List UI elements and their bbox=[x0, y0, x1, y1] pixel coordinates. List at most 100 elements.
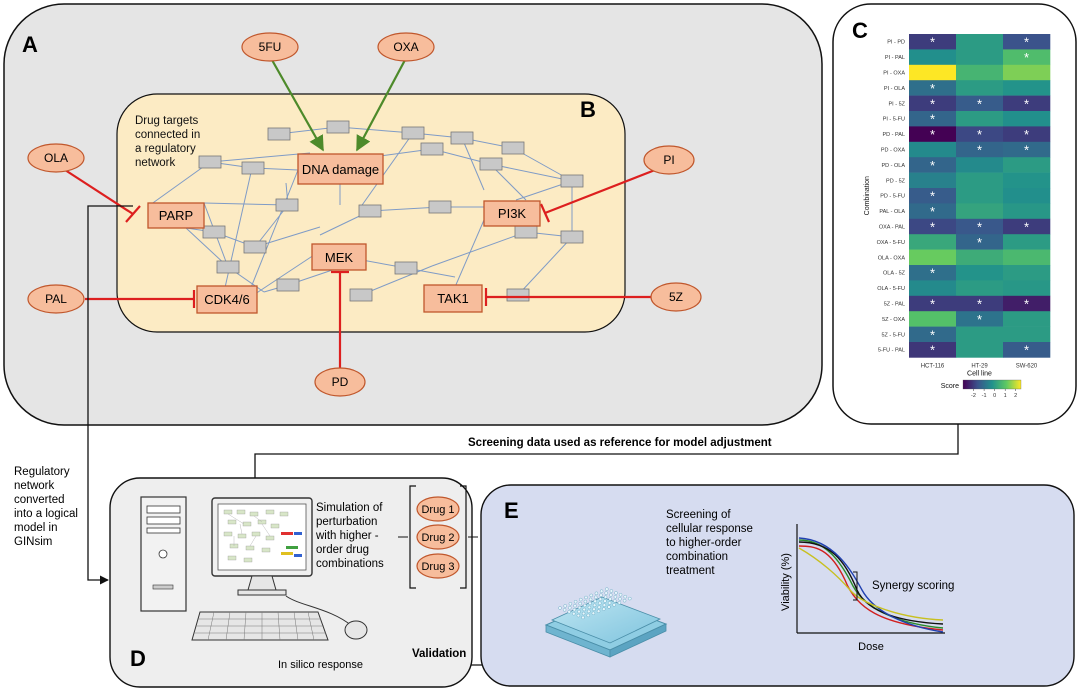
heatmap-cell bbox=[909, 157, 957, 173]
heatmap-cell bbox=[1003, 311, 1051, 327]
plate-well bbox=[608, 597, 612, 601]
plate-well bbox=[609, 589, 614, 593]
plate-well bbox=[567, 610, 571, 614]
activation-arrow-oxa bbox=[356, 59, 406, 152]
simulation-description-line: Simulation of bbox=[316, 502, 383, 514]
drug-3-label: Drug 3 bbox=[421, 561, 454, 573]
heatmap-cell bbox=[909, 172, 957, 189]
plate-well bbox=[572, 608, 577, 612]
significance-star: * bbox=[977, 96, 982, 111]
significance-star: * bbox=[930, 327, 935, 342]
panel-b-description-line: connected in bbox=[135, 129, 200, 141]
heatmap-cell bbox=[956, 49, 1004, 66]
synergy-bracket bbox=[853, 571, 858, 601]
panel-b-description-line: network bbox=[135, 157, 176, 169]
plate-well bbox=[599, 589, 604, 593]
heatmap-cell bbox=[956, 188, 1004, 204]
heatmap-cell bbox=[909, 218, 957, 235]
significance-star: * bbox=[1024, 297, 1029, 312]
plate-well bbox=[568, 602, 573, 606]
dose-response-plot: Viability (%) Dose Synergy scoring bbox=[780, 524, 954, 653]
heatmap-row-label: 5-FU - PAL bbox=[878, 348, 905, 354]
heatmap-cell bbox=[956, 111, 1004, 127]
plate-well bbox=[573, 604, 577, 608]
target-parp: PARP bbox=[147, 202, 205, 229]
simulation-description: Simulation of perturbation with higher -… bbox=[315, 502, 386, 570]
heatmap-row-label: PI - 5-FU bbox=[883, 117, 905, 123]
regulatory-note-line: converted bbox=[14, 494, 65, 506]
heatmap-cell bbox=[909, 95, 957, 112]
validation-label: Validation bbox=[412, 648, 466, 660]
plate-well bbox=[604, 591, 608, 595]
heatmap-cell bbox=[956, 141, 1004, 158]
heatmap-cell bbox=[1003, 218, 1051, 235]
plate-well bbox=[584, 595, 588, 600]
significance-star: * bbox=[1024, 220, 1029, 235]
network-node bbox=[349, 288, 373, 302]
network-node bbox=[450, 131, 474, 145]
heatmap-cell bbox=[956, 265, 1004, 281]
network-node bbox=[560, 174, 584, 188]
heatmap-cell bbox=[909, 49, 957, 66]
left-bracket bbox=[409, 485, 416, 589]
heatmap-cell bbox=[1003, 95, 1051, 112]
panel-e-background bbox=[480, 484, 1075, 687]
heatmap-cell bbox=[1003, 280, 1051, 297]
heatmap-row-label: PI - PAL bbox=[885, 55, 905, 61]
heatmap-row-label: OXA - 5-FU bbox=[877, 240, 905, 246]
legend-tick-label: 1 bbox=[1004, 393, 1007, 399]
heatmap-cell bbox=[909, 188, 957, 204]
drug-1-label: Drug 1 bbox=[421, 504, 454, 516]
plate-well bbox=[603, 599, 607, 603]
heatmap-cell bbox=[909, 126, 957, 143]
screening-description-line: combination bbox=[666, 551, 728, 563]
heatmap-column-label: HCT-116 bbox=[921, 363, 945, 369]
screening-reference-label: Screening data used as reference for mod… bbox=[468, 437, 772, 449]
plate-well bbox=[588, 597, 593, 602]
heatmap-cell bbox=[1003, 157, 1051, 173]
plate-well bbox=[563, 604, 567, 608]
curve-blue bbox=[798, 537, 944, 633]
plate-well bbox=[614, 591, 618, 595]
heatmap-row-label: OLA - 5-FU bbox=[877, 286, 905, 292]
heatmap-cell bbox=[956, 326, 1004, 343]
drug-pal-label: PAL bbox=[45, 292, 67, 306]
heatmap-row-label: 5Z - OXA bbox=[882, 317, 905, 323]
target-parp-label: PARP bbox=[159, 208, 193, 223]
network-to-model-arrow bbox=[87, 205, 133, 585]
significance-star: * bbox=[930, 343, 935, 358]
significance-star: * bbox=[1024, 343, 1029, 358]
plate-well bbox=[594, 595, 598, 599]
heatmap-cell bbox=[956, 249, 1004, 266]
heatmap-cell bbox=[956, 64, 1004, 81]
plate-well bbox=[609, 593, 613, 597]
regulatory-note-line: GINsim bbox=[14, 536, 52, 548]
regulatory-note-line: Regulatory bbox=[14, 466, 70, 478]
heatmap-row-label: PD - 5-FU bbox=[880, 194, 905, 200]
target-tak1-label: TAK1 bbox=[437, 291, 469, 306]
heatmap-cell bbox=[1003, 203, 1051, 220]
heatmap-row-label: PD - 5Z bbox=[886, 178, 906, 184]
network-node bbox=[420, 142, 444, 156]
legend-tick-label: 2 bbox=[1014, 393, 1017, 399]
plate-well bbox=[577, 605, 582, 610]
significance-star: * bbox=[930, 297, 935, 312]
significance-star: * bbox=[977, 220, 982, 235]
significance-star: * bbox=[977, 312, 982, 327]
drug-pi-label: PI bbox=[663, 153, 674, 167]
heatmap-cell bbox=[956, 311, 1004, 327]
heatmap-cell bbox=[956, 157, 1004, 173]
regulatory-note-line: model in bbox=[14, 522, 57, 534]
target-tak1: TAK1 bbox=[423, 284, 483, 313]
activation-arrow-5fu bbox=[271, 59, 324, 152]
network-node bbox=[401, 126, 425, 140]
drug-pi: PI bbox=[643, 145, 695, 175]
plate-well bbox=[586, 613, 590, 618]
significance-star: * bbox=[930, 189, 935, 204]
heatmap-cell bbox=[956, 34, 1004, 50]
significance-star: * bbox=[1024, 96, 1029, 111]
heatmap-cell bbox=[1003, 342, 1051, 358]
significance-star: * bbox=[1024, 127, 1029, 142]
mouse bbox=[344, 620, 368, 640]
significance-star: * bbox=[930, 220, 935, 235]
